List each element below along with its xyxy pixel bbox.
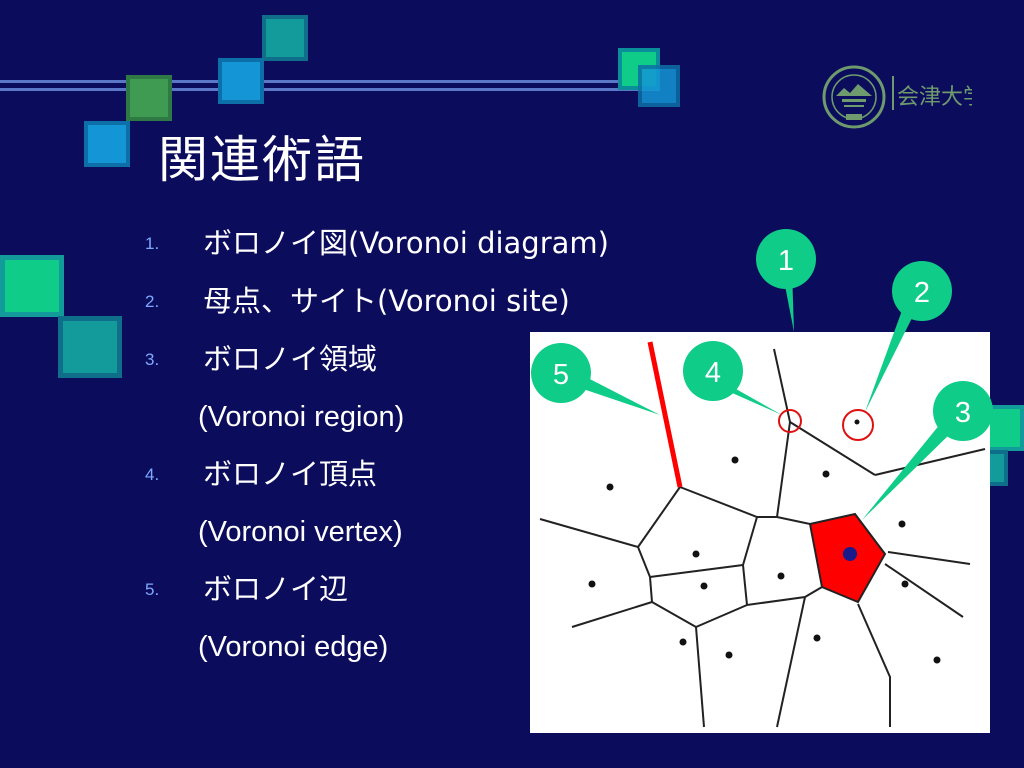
logo-kanji: 会津大学: [897, 85, 972, 110]
callout-1: 1: [756, 229, 816, 332]
callout-label: 2: [914, 277, 930, 309]
decorative-line: [0, 80, 660, 83]
item-label: ボロノイ辺: [203, 572, 349, 606]
decorative-square: [126, 75, 172, 121]
slide-title: 関連術語: [158, 131, 366, 189]
item-sublabel: (Voronoi edge): [198, 631, 389, 663]
item-label: ボロノイ頂点: [203, 457, 378, 491]
list-item: 3. ボロノイ領域: [145, 331, 609, 389]
decorative-square: [58, 316, 122, 378]
item-number: 1.: [145, 234, 160, 253]
list-item: 1. ボロノイ図(Voronoi diagram): [145, 215, 609, 273]
decorative-square: [986, 405, 1024, 451]
item-number: 4.: [145, 465, 160, 484]
list-item-sub: (Voronoi edge): [145, 619, 609, 676]
decorative-square: [262, 15, 308, 61]
item-sublabel: (Voronoi region): [198, 401, 405, 433]
list-item-sub: (Voronoi vertex): [145, 504, 609, 561]
item-label: ボロノイ図(Voronoi diagram): [203, 226, 609, 260]
item-number: 3.: [145, 350, 160, 369]
voronoi-diagram: [530, 332, 990, 733]
item-sublabel: (Voronoi vertex): [198, 516, 403, 548]
university-logo: 会津大学: [822, 65, 972, 129]
list-item: 4. ボロノイ頂点: [145, 446, 609, 504]
item-number: 5.: [145, 580, 160, 599]
item-number: 2.: [145, 292, 160, 311]
list-item-sub: (Voronoi region): [145, 389, 609, 446]
decorative-square: [218, 58, 264, 104]
decorative-square: [638, 65, 680, 107]
decorative-square: [0, 255, 64, 317]
callout-label: 1: [778, 245, 794, 277]
list-item: 2. 母点、サイト(Voronoi site): [145, 273, 609, 331]
list-item: 5. ボロノイ辺: [145, 561, 609, 619]
term-list: 1. ボロノイ図(Voronoi diagram) 2. 母点、サイト(Voro…: [145, 215, 609, 676]
decorative-line: [0, 88, 660, 91]
item-label: 母点、サイト(Voronoi site): [203, 284, 570, 318]
decorative-square: [84, 121, 130, 167]
item-label: ボロノイ領域: [203, 342, 378, 376]
